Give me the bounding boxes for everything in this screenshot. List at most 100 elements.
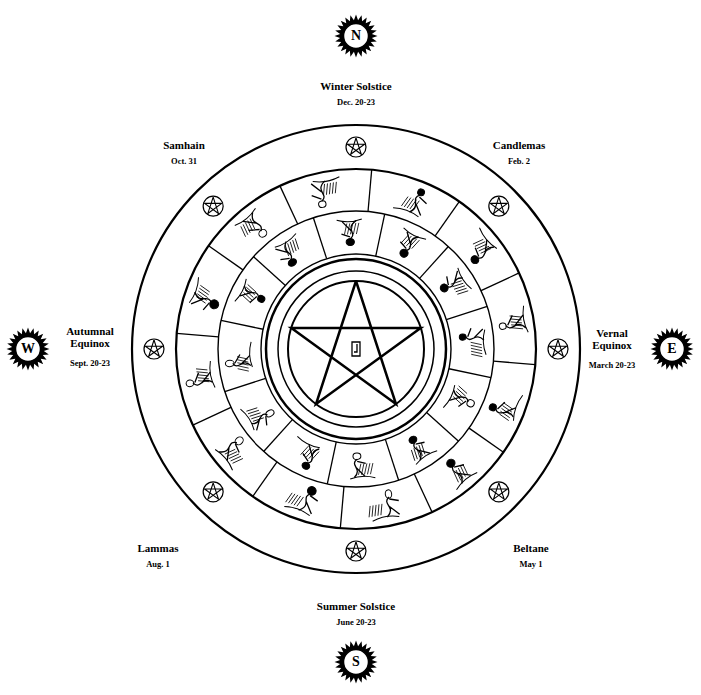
festival-date: Oct. 31 <box>171 157 197 166</box>
central-pentagram <box>291 281 420 404</box>
small-pentacles <box>144 137 568 561</box>
figure-hatching <box>451 278 468 297</box>
segment-divider <box>253 462 277 496</box>
festival-date: Aug. 1 <box>146 560 170 569</box>
figure-ground <box>208 361 215 388</box>
zodiac-figure <box>337 219 364 246</box>
zodiac-figure <box>459 327 486 357</box>
small-pentacle <box>489 482 509 502</box>
badge-disc <box>16 337 41 362</box>
figure-hatching <box>322 182 339 195</box>
figure-hatching <box>239 219 258 237</box>
figure-head <box>459 334 466 341</box>
label-slot: Candlemas <box>493 135 546 153</box>
segment-divider <box>368 170 372 212</box>
zodiac-figure <box>443 384 478 419</box>
pentacle-circle <box>203 482 223 502</box>
figure-hatching <box>241 284 258 302</box>
figure-ground <box>478 228 497 250</box>
figure-body <box>300 443 319 465</box>
figure-ground <box>235 279 248 302</box>
figure-ground <box>415 449 437 464</box>
pentacle-star <box>205 483 222 499</box>
pentacle-star <box>347 138 364 154</box>
zodiac-figure <box>392 228 426 263</box>
figure-ground <box>313 177 340 184</box>
pentacle-star <box>145 340 162 356</box>
compass-letter: S <box>352 655 360 669</box>
figure-ground <box>393 206 419 217</box>
segment-divider <box>327 442 336 484</box>
segment-divider <box>414 474 432 512</box>
figure-ground <box>483 330 486 355</box>
wheel-rings <box>132 125 580 573</box>
compass-badge: N <box>334 14 378 58</box>
pentacle-star <box>490 197 507 213</box>
zodiac-figure <box>183 361 215 392</box>
segment-divider <box>313 218 326 259</box>
figure-ground <box>249 342 252 367</box>
figure-ground <box>372 514 399 521</box>
figure-hatching <box>283 238 302 255</box>
figure-body <box>398 231 419 253</box>
festival-name: Summer Solstice <box>317 600 395 612</box>
segment-divider <box>221 320 263 329</box>
figure-body <box>442 269 463 288</box>
ring-circle <box>132 125 580 573</box>
figure-ground <box>235 208 257 227</box>
figure-hatching <box>246 405 263 424</box>
ring-circle <box>261 254 451 444</box>
zodiac-figure <box>402 429 437 464</box>
festival-date: Feb. 2 <box>508 157 530 166</box>
ring-circle <box>288 281 424 417</box>
segment-divider <box>481 273 519 291</box>
pentacle-circle <box>489 482 509 502</box>
figure-ground <box>337 219 362 222</box>
figure-ground <box>456 268 471 290</box>
label-slot: Aug. 1 <box>146 553 170 571</box>
festival-date: May 1 <box>520 560 543 569</box>
figure-body <box>449 460 472 484</box>
pentacle-star <box>490 483 507 499</box>
label-slot: Samhain <box>163 135 205 153</box>
figure-hatching <box>401 233 419 250</box>
figure-ground <box>521 306 528 333</box>
label-slot: Winter Solstice <box>320 76 391 94</box>
small-pentacle <box>203 482 223 502</box>
segment-divider <box>449 369 491 378</box>
compass-letter: W <box>21 342 35 356</box>
figure-hatching <box>510 314 523 331</box>
figure-hatching <box>237 356 249 372</box>
label-slot: Vernal Equinox <box>583 327 641 353</box>
segment-divider <box>225 378 266 391</box>
zodiac-figure <box>235 208 273 247</box>
figure-hatching <box>286 492 304 507</box>
figure-body <box>384 495 401 517</box>
label-slot: May 1 <box>520 553 543 571</box>
zodiac-figure <box>439 451 478 490</box>
zodiac-figure <box>436 268 472 303</box>
pentacle-star <box>549 340 566 356</box>
figure-body <box>274 241 296 264</box>
sunburst-rays <box>651 328 694 371</box>
label-slot: Feb. 2 <box>508 150 530 168</box>
small-pentacle <box>346 137 366 157</box>
figure-hatching <box>498 403 513 421</box>
badge-disc <box>660 337 685 362</box>
figure-body <box>241 212 265 236</box>
zodiac-figure <box>309 177 344 209</box>
figure-ground <box>240 408 255 430</box>
small-pentacle <box>144 339 164 359</box>
festival-name: Beltane <box>513 542 548 554</box>
figure-ground <box>215 448 234 470</box>
segment-divider <box>427 413 459 442</box>
pentacle-star <box>347 542 364 558</box>
festival-name: Vernal Equinox <box>583 327 641 351</box>
festival-name: Candlemas <box>493 139 546 151</box>
figure-ground <box>296 436 319 449</box>
ring-circle <box>218 211 494 487</box>
ring-circle <box>278 271 434 427</box>
figure-head <box>353 453 361 460</box>
figure-hatching <box>473 237 491 256</box>
label-slot: Dec. 20-23 <box>337 91 375 109</box>
